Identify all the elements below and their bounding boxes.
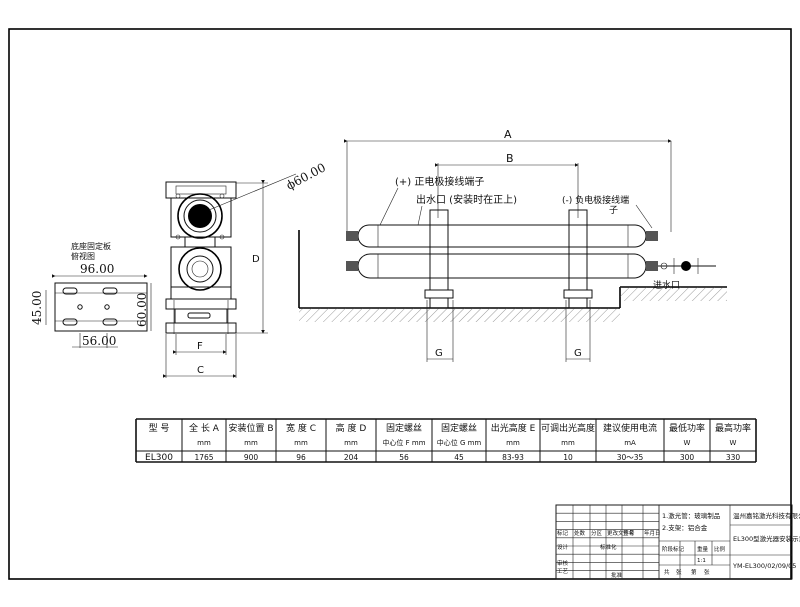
negative-terminal-label-line2: 子 [609,205,618,216]
water-outlet-label: 出水口 (安装时在正上) [416,193,517,206]
dim-60: 60.00 [135,293,149,327]
title-block-note2: 2.支架：铝合金 [662,523,708,532]
spec-header-10: 最低功率 [669,422,705,434]
spec-cell-8: 10 [563,453,573,462]
drawing-border [8,28,792,580]
spec-header-2: 安装位置 B [228,422,273,434]
spec-header-8: 可调出光高度 [541,422,595,434]
title-block-cell-18: 1:1 [697,558,706,564]
spec-header-unit-3: mm [294,439,308,447]
spec-header-unit-2: mm [244,439,258,447]
title-block-cell-13: 比例 [714,545,726,553]
base-plate-caption-line2: 俯视图 [71,251,95,261]
title-block-cell-6: 设计 [557,543,569,551]
title-block-cell-7: 标准化 [600,543,617,551]
spec-header-6: 固定螺丝 [441,422,477,434]
spec-header-unit-5: 中心位 F mm [382,438,425,447]
dim-G-left: G [435,348,443,359]
end-view: D ϕ60.00 F [163,160,328,378]
title-block-drawing-name: EL300型激光器安装示意图 [733,534,800,543]
spec-header-unit-4: mm [344,439,358,447]
title-block-cell-8: 审核 [557,559,569,567]
title-block-cell-1: 处数 [574,529,586,537]
title-block-cell-9: 工艺 [557,568,569,575]
dim-D: D [252,254,260,265]
spec-cell-2: 900 [244,453,259,462]
title-block-cell-3: 更改文件号 [607,529,635,537]
title-block-cell-0: 标记 [557,529,569,537]
spec-cell-9: 30～35 [617,453,644,462]
title-block-cell-4: 签名 [623,529,634,537]
spec-header-1: 全 长 A [189,422,220,434]
spec-header-11: 最高功率 [715,422,751,434]
dim-B: B [506,152,514,165]
spec-cell-0: EL300 [145,453,173,463]
spec-header-5: 固定螺丝 [386,422,422,434]
spec-header-unit-8: mm [561,439,575,447]
spec-header-unit-1: mm [197,439,211,447]
water-inlet-label: 进水口 [653,279,680,291]
spec-header-3: 宽 度 C [286,422,316,434]
spec-header-4: 高 度 D [336,422,367,434]
dim-45: 45.00 [30,291,44,325]
spec-cell-3: 96 [296,453,306,462]
dim-A: A [504,128,512,141]
negative-terminal-label-line1: (-) 负电极接线端 [562,194,629,206]
spec-cell-6: 45 [454,453,464,462]
positive-terminal-label: (+) 正电极接线端子 [395,175,484,188]
title-block-drawing-number: YM-EL300/02/09/05 [732,562,796,570]
title-block-cell-5: 年月日 [644,529,661,537]
title-block-cell-12: 重量 [697,545,709,553]
title-block-cell-2: 分区 [591,529,603,537]
spec-header-0: 型 号 [149,423,170,434]
spec-header-unit-10: W [684,439,691,447]
title-block-cell-10: 批准 [611,571,623,579]
title-block-cell-11: 阶段标记 [662,545,685,553]
spec-header-unit-6: 中心位 G mm [437,438,482,447]
side-view: A B [298,128,727,362]
title-block-cell-14: 共 [664,568,670,576]
base-plate-top-view: 底座固定板 俯视图 96.00 45.00 60.00 56.00 [30,241,152,348]
spec-cell-5: 56 [399,453,409,462]
spec-cell-1: 1765 [194,453,213,462]
spec-header-unit-9: mA [624,439,636,447]
dim-96: 96.00 [80,262,114,276]
title-block-company: 温州嘉铭激光科技有限公司 [733,511,800,520]
dim-F: F [197,341,203,352]
spec-header-9: 建议使用电流 [603,422,657,434]
dim-phi60: ϕ60.00 [284,160,328,192]
spec-header-unit-7: mm [506,439,520,447]
spec-header-unit-11: W [730,439,737,447]
spec-table: 型 号 全 长 A mm 安装位置 B mm 宽 度 C mm 高 度 D mm 固定螺丝中心位 … [135,418,757,463]
title-block-note1: 1.激光管：玻璃制品 [662,511,720,520]
spec-cell-10: 300 [680,453,695,462]
dim-G-right: G [574,348,582,359]
title-block-cell-15: 张 [676,568,682,576]
title-block-cell-16: 第 [691,568,697,576]
spec-cell-7: 83-93 [502,453,524,462]
spec-header-7: 出光高度 E [491,422,536,434]
base-plate-caption-line1: 底座固定板 [71,241,111,251]
title-block: 标记处数分区更改文件号签名年月日设计标准化审核工艺批准阶段标记重量比例共张第张1… [555,504,800,580]
title-block-cell-17: 张 [704,568,710,576]
dim-C: C [197,365,204,376]
spec-cell-4: 204 [344,453,359,462]
dim-56: 56.00 [82,334,116,348]
spec-cell-11: 330 [726,453,741,462]
